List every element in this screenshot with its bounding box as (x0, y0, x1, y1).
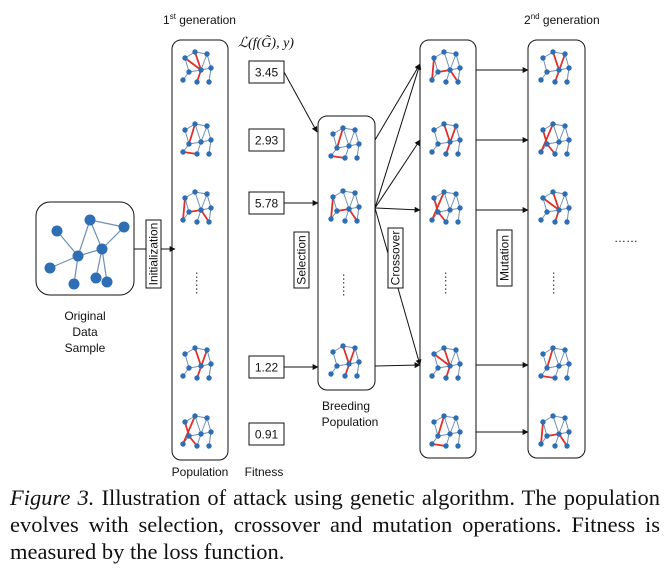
offspring-vdots: …… (442, 271, 456, 295)
population-2-graph (538, 413, 572, 449)
selection-label: Selection (295, 235, 309, 284)
breeding-vdots: …… (340, 273, 354, 297)
breeding-label-1: Breeding (322, 399, 370, 413)
figure-caption: Figure 3. Illustration of attack using g… (10, 484, 660, 565)
caption-text: Illustration of attack using genetic alg… (10, 485, 661, 564)
population-2-graph (538, 345, 572, 381)
breeding-graph (328, 343, 362, 379)
population-1-graph (180, 345, 214, 381)
continuation-dots: …… (614, 231, 638, 245)
offspring-box (419, 39, 477, 459)
original-label-3: Sample (65, 341, 106, 355)
population-1-vdots: …… (193, 271, 207, 295)
loss-formula: ℒ(f(G̃), y) (238, 35, 294, 51)
offspring-graph (429, 189, 463, 225)
gen2-label: 2nd generation (524, 12, 600, 27)
breeding-graphs (328, 125, 362, 379)
population-2-graphs (538, 49, 572, 449)
original-graph (44, 214, 130, 290)
original-sample-box (35, 201, 135, 296)
breeding-label-2: Population (322, 415, 379, 429)
fitness-value: 1.22 (255, 361, 279, 375)
population-1-graph (180, 413, 214, 449)
breeding-graph (328, 188, 362, 224)
fitness-value: 2.93 (255, 134, 279, 148)
fitness-box (248, 128, 285, 152)
fitness-box (248, 422, 285, 446)
fitness-value: 0.91 (255, 428, 279, 442)
population-2-box (527, 39, 586, 459)
offspring-graph (429, 413, 463, 449)
mutation-arrows (476, 67, 529, 435)
genetic-algorithm-diagram: 1st generation 2nd generation ℒ(f(G̃), y… (35, 12, 638, 479)
mutation-label-box (496, 229, 513, 287)
arrow-fitness-1 (283, 71, 318, 133)
population-1-graphs (180, 49, 214, 449)
mutation-label: Mutation (498, 235, 512, 281)
offspring-graph (429, 121, 463, 157)
population-2-graph (538, 189, 572, 225)
population-2-graph (538, 49, 572, 85)
gen1-label: 1st generation (163, 12, 236, 27)
crossover-label-box (387, 227, 404, 289)
population-1-graph (180, 49, 214, 85)
selection-label-box (293, 231, 310, 289)
initialization-label: Initialization (147, 223, 161, 286)
fitness-values: 3.45 2.93 5.78 1.22 0.91 (248, 60, 285, 446)
offspring-graph (429, 345, 463, 381)
fitness-label: Fitness (245, 465, 284, 479)
breeding-population-box (317, 115, 376, 391)
offspring-graph (429, 49, 463, 85)
population-label: Population (172, 465, 229, 479)
original-label-1: Original (64, 309, 105, 323)
population-2-vdots: …… (550, 271, 564, 295)
caption-figure-number: Figure 3. (10, 485, 95, 510)
population-2-graph (538, 121, 572, 157)
initialization-label-box (145, 219, 162, 289)
offspring-graphs (429, 49, 463, 449)
fitness-value: 3.45 (255, 66, 279, 80)
fitness-value: 5.78 (255, 197, 279, 211)
population-1-box (171, 39, 229, 461)
population-1-graph (180, 121, 214, 157)
crossover-arrows (374, 63, 422, 369)
crossover-label: Crossover (389, 231, 403, 286)
breeding-graph (328, 125, 362, 161)
original-label-2: Data (72, 325, 98, 339)
population-1-graph (180, 189, 214, 225)
